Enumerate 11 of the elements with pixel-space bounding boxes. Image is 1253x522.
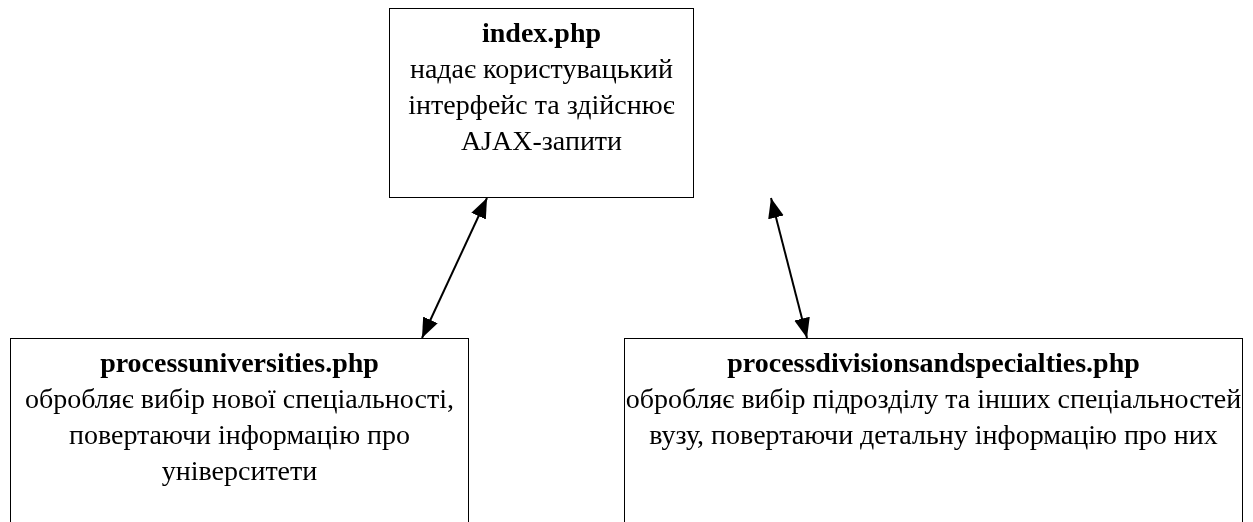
file-name: index.php bbox=[480, 16, 603, 50]
double-arrow bbox=[768, 197, 810, 339]
description-text: надає користувацький інтерфейс та здійснює AJAX-запити bbox=[407, 52, 676, 158]
file-name: processuniversities.php bbox=[99, 346, 380, 380]
file-name: processdivisionsandspecialties.php bbox=[726, 346, 1141, 380]
process-box bbox=[389, 8, 694, 198]
double-arrow bbox=[421, 197, 488, 339]
description-text: обробляє вибір підрозділу та інших спеціальностей вузу, повертаючи детальну інформацію про них bbox=[625, 382, 1242, 452]
process-box bbox=[624, 338, 1243, 522]
description-text: обробляє вибір нової спеціальності, повертаючи інформацію про університети bbox=[24, 382, 455, 488]
process-box bbox=[10, 338, 469, 522]
